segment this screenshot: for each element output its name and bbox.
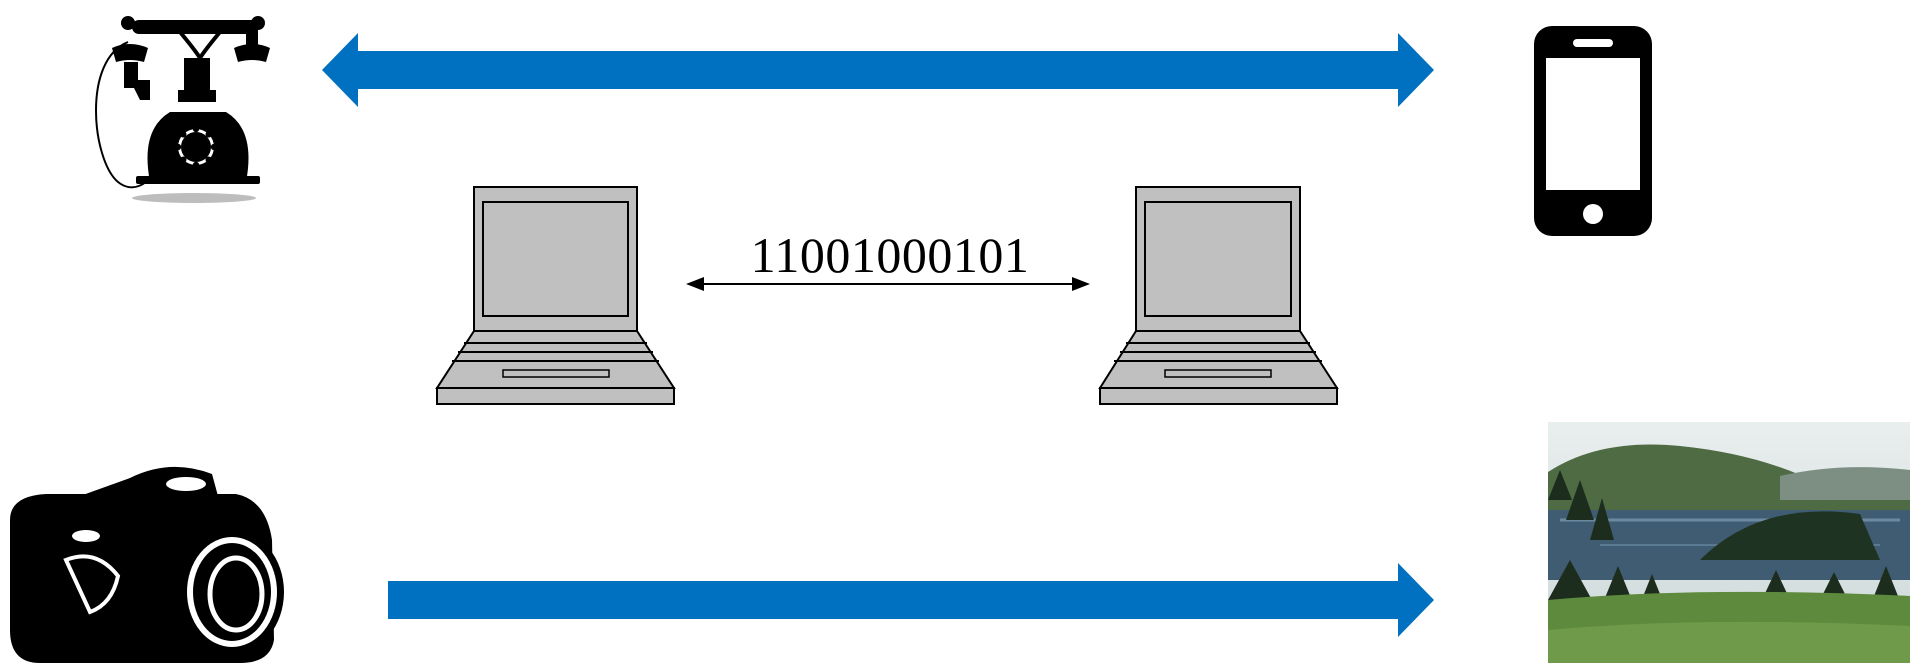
laptop-icon	[1098, 186, 1339, 405]
laptop-icon	[435, 186, 676, 405]
top-double-arrow	[322, 33, 1434, 107]
smartphone-icon	[1534, 26, 1652, 236]
bottom-arrow	[388, 563, 1434, 637]
binary-data-label: 11001000101	[750, 227, 1030, 283]
landscape-photo	[1548, 422, 1910, 663]
camera-icon	[10, 466, 284, 663]
binary-double-arrow	[686, 277, 1090, 291]
rotary-telephone-icon	[95, 16, 270, 203]
